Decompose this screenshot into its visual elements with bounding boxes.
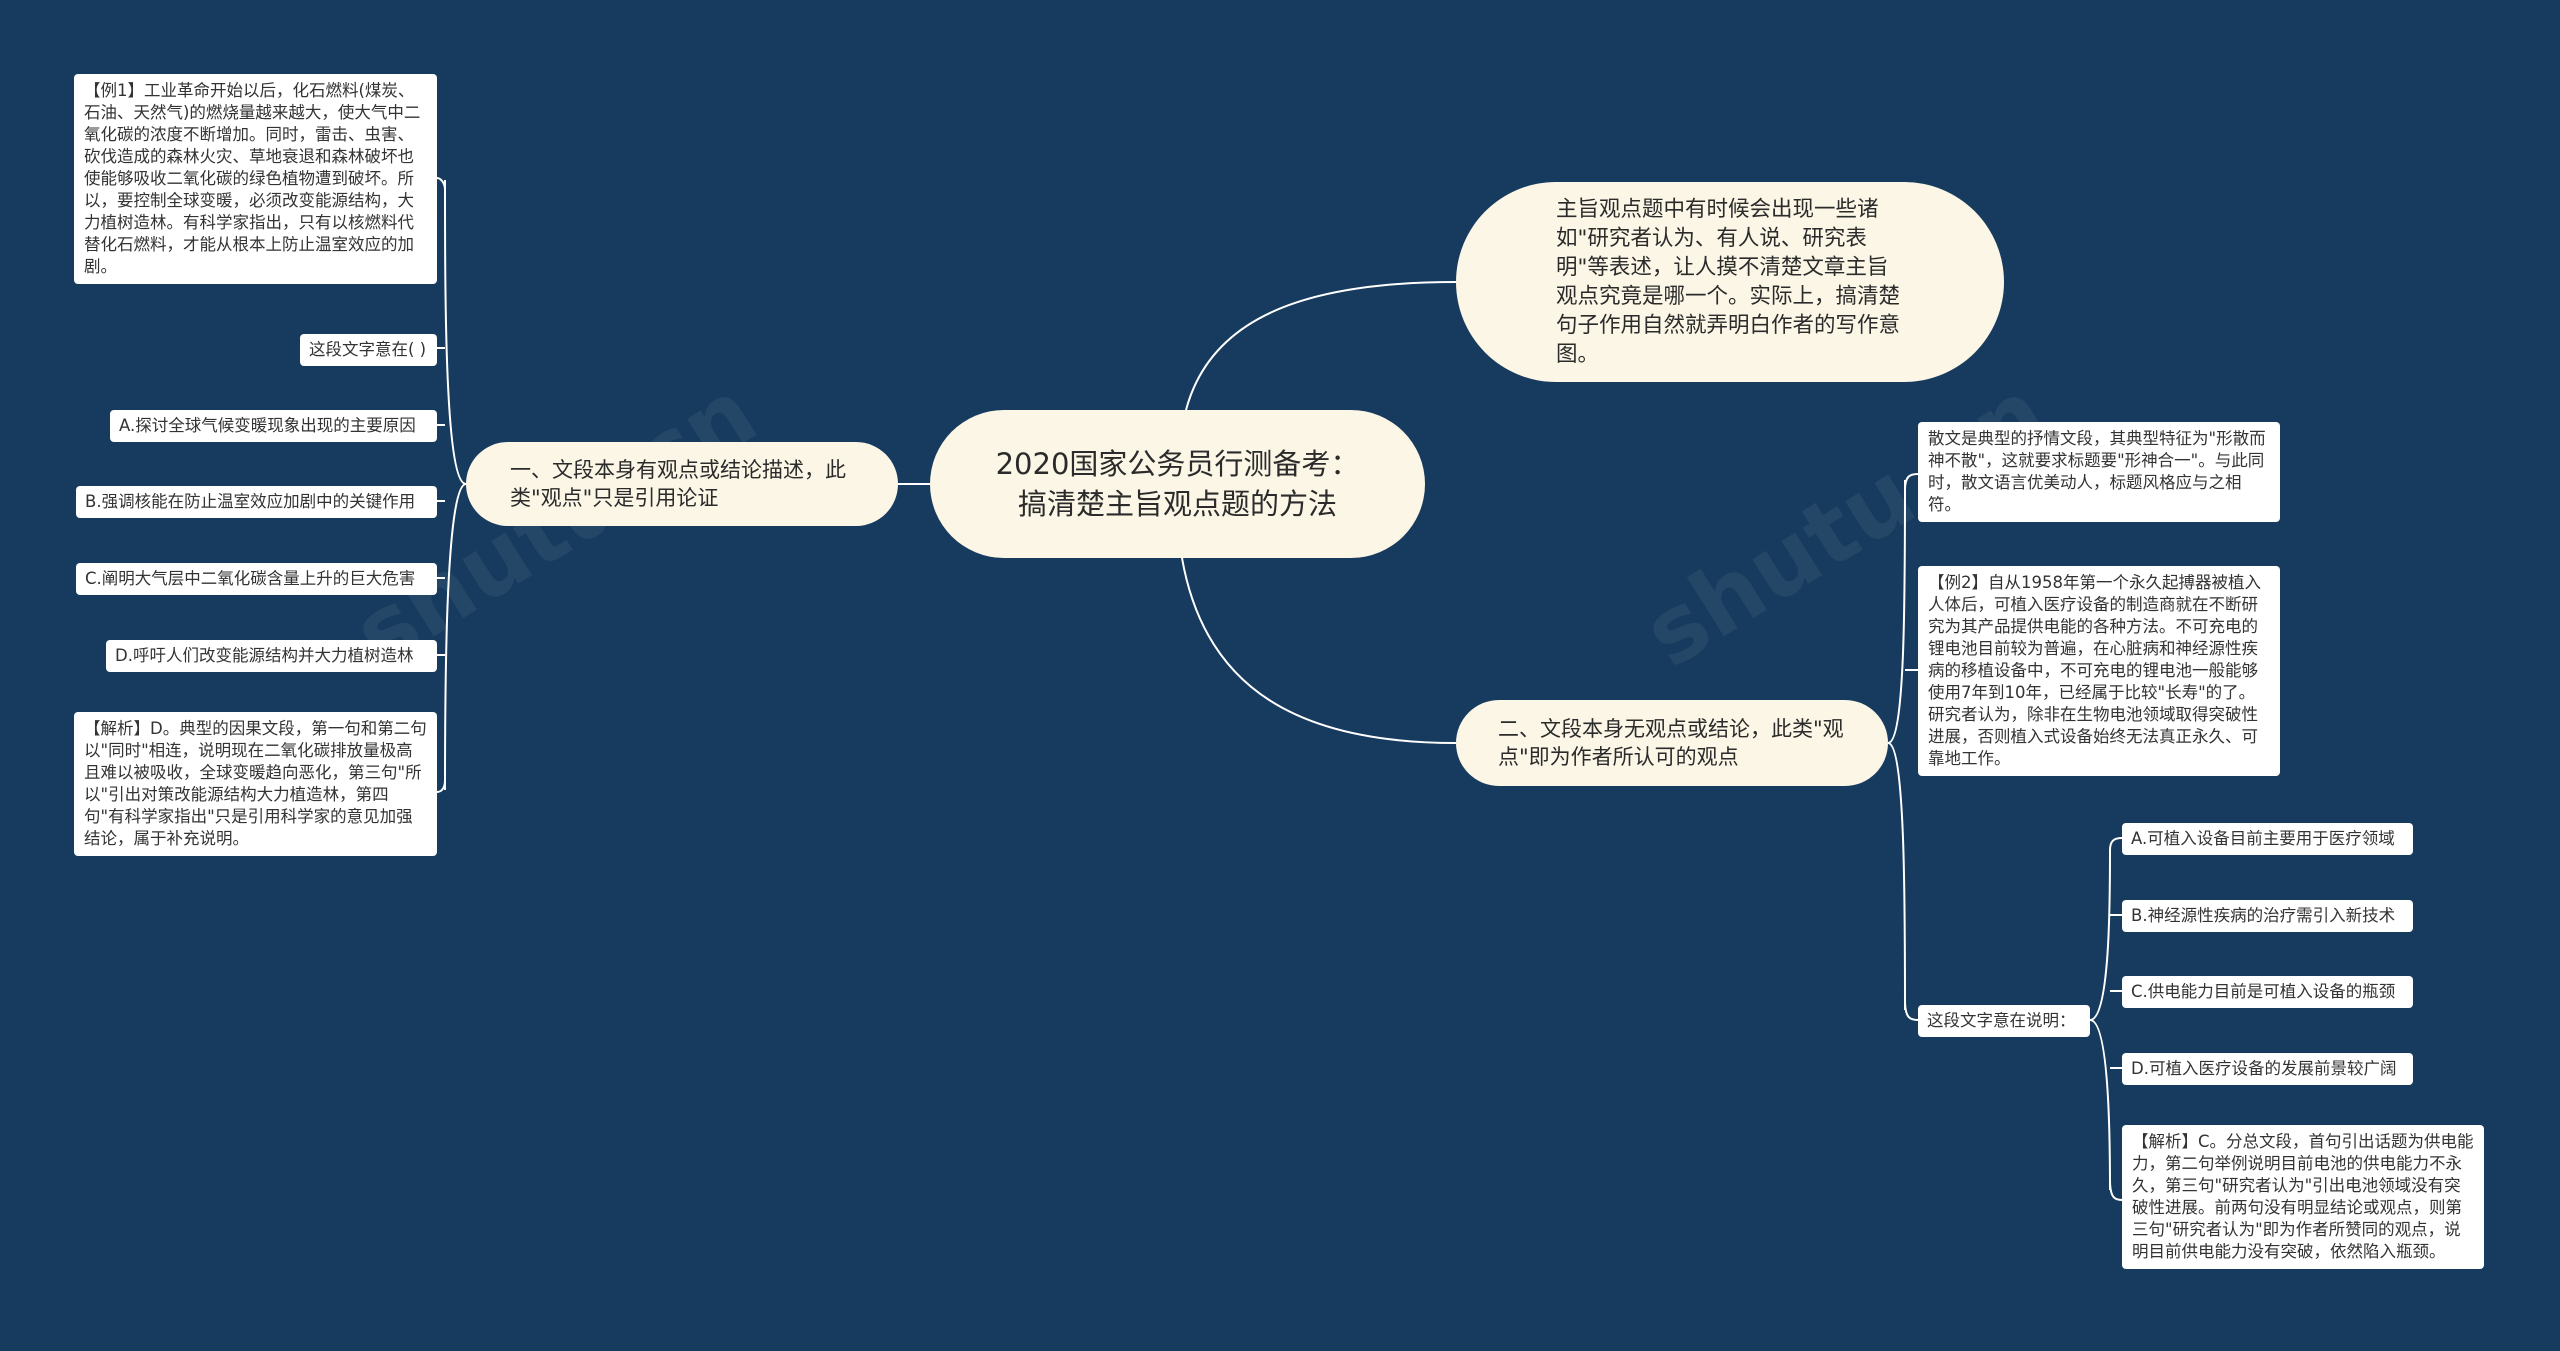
leaf-text: 【例2】自从1958年第一个永久起搏器被植入人体后，可植入医疗设备的制造商就在不…: [1928, 573, 2261, 768]
leaf-option-a[interactable]: A.探讨全球气候变暖现象出现的主要原因: [110, 410, 437, 442]
leaf-option-d-2[interactable]: D.可植入医疗设备的发展前景较广阔: [2122, 1053, 2413, 1085]
leaf-text: 这段文字意在( ): [309, 340, 427, 359]
link-sub-leaf-1: [2109, 837, 2123, 851]
link-sub-leaf-5: [2109, 1179, 2123, 1201]
link-sub-trunk: [2089, 849, 2111, 1191]
branch-left-label: 一、文段本身有观点或结论描述，此类"观点"只是引用论证: [510, 458, 846, 510]
link-right-leaf-1: [1904, 473, 1919, 491]
branch-left[interactable]: 一、文段本身有观点或结论描述，此类"观点"只是引用论证: [466, 442, 898, 526]
link-left-leaf-7: [436, 779, 446, 793]
leaf-option-c-2[interactable]: C.供电能力目前是可植入设备的瓶颈: [2122, 976, 2413, 1008]
leaf-option-c[interactable]: C.阐明大气层中二氧化碳含量上升的巨大危害: [76, 563, 437, 595]
branch-right[interactable]: 二、文段本身无观点或结论，此类"观点"即为作者所认可的观点: [1456, 700, 1888, 786]
leaf-option-a-2[interactable]: A.可植入设备目前主要用于医疗领域: [2122, 823, 2413, 855]
leaf-text: 【解析】D。典型的因果文段，第一句和第二句以"同时"相连，说明现在二氧化碳排放量…: [84, 719, 427, 848]
leaf-option-b-2[interactable]: B.神经源性疾病的治疗需引入新技术: [2122, 900, 2413, 932]
leaf-text: 散文是典型的抒情文段，其典型特征为"形散而神不散"，这就要求标题要"形神合一"。…: [1928, 429, 2266, 514]
leaf-text: C.供电能力目前是可植入设备的瓶颈: [2131, 982, 2396, 1001]
leaf-text: B.强调核能在防止温室效应加剧中的关键作用: [85, 492, 416, 511]
leaf-question-1[interactable]: 这段文字意在( ): [300, 334, 437, 366]
leaf-text: D.呼吁人们改变能源结构并大力植树造林: [115, 646, 414, 665]
leaf-text: 【解析】C。分总文段，首句引出话题为供电能力，第二句举例说明目前电池的供电能力不…: [2132, 1132, 2474, 1261]
central-topic[interactable]: 2020国家公务员行测备考：搞清楚主旨观点题的方法: [930, 410, 1425, 558]
leaf-text: 【例1】工业革命开始以后，化石燃料(煤炭、石油、天然气)的燃烧量越来越大，使大气…: [84, 81, 421, 276]
branch-right-label: 二、文段本身无观点或结论，此类"观点"即为作者所认可的观点: [1498, 717, 1844, 769]
leaf-example-2[interactable]: 【例2】自从1958年第一个永久起搏器被植入人体后，可植入医疗设备的制造商就在不…: [1918, 566, 2280, 776]
link-right-trunk: [1887, 479, 1906, 1011]
leaf-example-1[interactable]: 【例1】工业革命开始以后，化石燃料(煤炭、石油、天然气)的燃烧量越来越大，使大气…: [74, 74, 437, 284]
leaf-prose-note[interactable]: 散文是典型的抒情文段，其典型特征为"形散而神不散"，这就要求标题要"形神合一"。…: [1918, 422, 2280, 522]
leaf-text: D.可植入医疗设备的发展前景较广阔: [2131, 1059, 2397, 1078]
central-topic-label: 2020国家公务员行测备考：搞清楚主旨观点题的方法: [995, 447, 1360, 521]
link-center-right-top: [1185, 281, 1457, 411]
leaf-text: A.探讨全球气候变暖现象出现的主要原因: [119, 416, 416, 435]
leaf-analysis-1[interactable]: 【解析】D。典型的因果文段，第一句和第二句以"同时"相连，说明现在二氧化碳排放量…: [74, 712, 437, 856]
leaf-text: A.可植入设备目前主要用于医疗领域: [2131, 829, 2395, 848]
leaf-text: 这段文字意在说明：: [1927, 1011, 2076, 1030]
leaf-option-b[interactable]: B.强调核能在防止温室效应加剧中的关键作用: [76, 486, 437, 518]
branch-right-top[interactable]: 主旨观点题中有时候会出现一些诸如"研究者认为、有人说、研究表明"等表述，让人摸不…: [1456, 182, 2004, 382]
link-left-trunk: [444, 179, 467, 791]
link-center-right: [1181, 557, 1457, 744]
leaf-analysis-2[interactable]: 【解析】C。分总文段，首句引出话题为供电能力，第二句举例说明目前电池的供电能力不…: [2122, 1125, 2484, 1269]
link-right-leaf-3: [1904, 999, 1919, 1021]
branch-right-top-label: 主旨观点题中有时候会出现一些诸如"研究者认为、有人说、研究表明"等表述，让人摸不…: [1556, 197, 1901, 367]
leaf-question-2[interactable]: 这段文字意在说明：: [1918, 1005, 2090, 1037]
leaf-text: B.神经源性疾病的治疗需引入新技术: [2131, 906, 2396, 925]
leaf-option-d[interactable]: D.呼吁人们改变能源结构并大力植树造林: [106, 640, 437, 672]
link-left-leaf-1: [436, 177, 446, 191]
leaf-text: C.阐明大气层中二氧化碳含量上升的巨大危害: [85, 569, 416, 588]
